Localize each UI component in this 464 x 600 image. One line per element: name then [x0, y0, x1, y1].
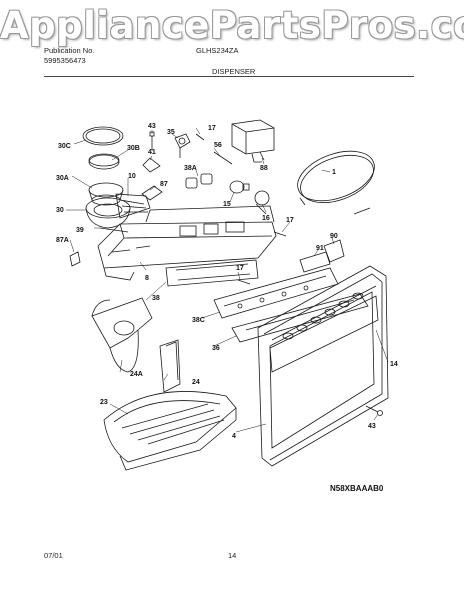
callout-30b: 30B — [127, 145, 140, 152]
callout-30a: 30A — [56, 175, 69, 182]
callout-36: 36 — [212, 345, 220, 352]
footer-date: 07/01 — [44, 551, 63, 560]
part-30-bowl — [85, 197, 131, 229]
callout-4: 4 — [232, 433, 236, 440]
callout-43-bottom: 43 — [368, 423, 376, 430]
part-1-tubing — [297, 150, 375, 215]
callout-35: 35 — [167, 129, 175, 136]
part-43-screw-bottom — [365, 405, 383, 416]
model-number: GLHS234ZA — [196, 46, 239, 55]
part-56-pin — [213, 151, 233, 165]
page-number: 14 — [228, 551, 237, 560]
callout-14: 14 — [390, 361, 398, 368]
callout-43: 43 — [148, 123, 156, 130]
part-14-trim — [269, 295, 379, 373]
part-43-screw — [149, 131, 155, 150]
part-10-chute — [115, 193, 151, 219]
part-30b-disc — [88, 153, 120, 170]
leader-lines — [66, 127, 389, 433]
part-87-bracket — [141, 185, 163, 201]
callout-17: 17 — [208, 125, 216, 132]
part-16-socket — [254, 190, 270, 215]
callout-labels: 30C 43 35 17 30B 41 56 88 30A 10 38A 87 … — [56, 123, 398, 440]
part-24a-chute — [91, 297, 153, 373]
callout-17-right: 17 — [286, 217, 294, 224]
publication-number: 5995356473 — [44, 56, 86, 65]
diagram-code: N58XBAAAB0 — [330, 484, 384, 493]
callout-41: 41 — [148, 149, 156, 156]
part-91-bracket — [299, 251, 331, 273]
part-24-flapper — [159, 339, 181, 393]
part-23-drip-tray — [103, 391, 237, 471]
part-87a-clip — [69, 251, 81, 267]
part-41-lever — [142, 157, 161, 173]
callout-10: 10 — [128, 173, 136, 180]
callout-87: 87 — [160, 181, 168, 188]
part-90-clip — [323, 239, 345, 263]
part-17-screw-right — [273, 231, 287, 237]
part-8-housing — [97, 205, 277, 281]
callout-23: 23 — [100, 399, 108, 406]
callout-39: 39 — [76, 227, 84, 234]
section-title: DISPENSER — [212, 67, 256, 76]
callout-91: 91 — [316, 245, 324, 252]
callout-8: 8 — [145, 275, 149, 282]
callout-24a: 24A — [130, 371, 143, 378]
callout-87a: 87A — [56, 237, 69, 244]
part-17-screw-top — [195, 133, 205, 141]
part-35-switch — [174, 133, 191, 158]
header-rule — [44, 76, 414, 77]
callout-15: 15 — [223, 201, 231, 208]
watermark: AppliancePartsPros.com — [0, 4, 464, 47]
callout-30: 30 — [56, 207, 64, 214]
callout-1: 1 — [332, 169, 336, 176]
callout-38a: 38A — [184, 165, 197, 172]
part-38a-knobs — [185, 173, 213, 189]
publication-label: Publication No. — [44, 46, 95, 55]
callout-30c: 30C — [58, 143, 71, 150]
part-4-door-panel — [257, 265, 389, 467]
callout-38c: 38C — [192, 317, 205, 324]
callout-24: 24 — [192, 379, 200, 386]
callout-90: 90 — [330, 233, 338, 240]
callout-56: 56 — [214, 142, 222, 149]
callout-17-mid: 17 — [236, 265, 244, 272]
callout-38: 38 — [152, 295, 160, 302]
part-30c-ring — [82, 126, 124, 146]
callout-88: 88 — [260, 165, 268, 172]
part-38-board — [165, 259, 259, 287]
part-15-bulb — [229, 180, 250, 194]
part-88-box — [231, 119, 275, 163]
callout-16: 16 — [262, 215, 270, 222]
part-17-screw-mid — [237, 279, 251, 285]
